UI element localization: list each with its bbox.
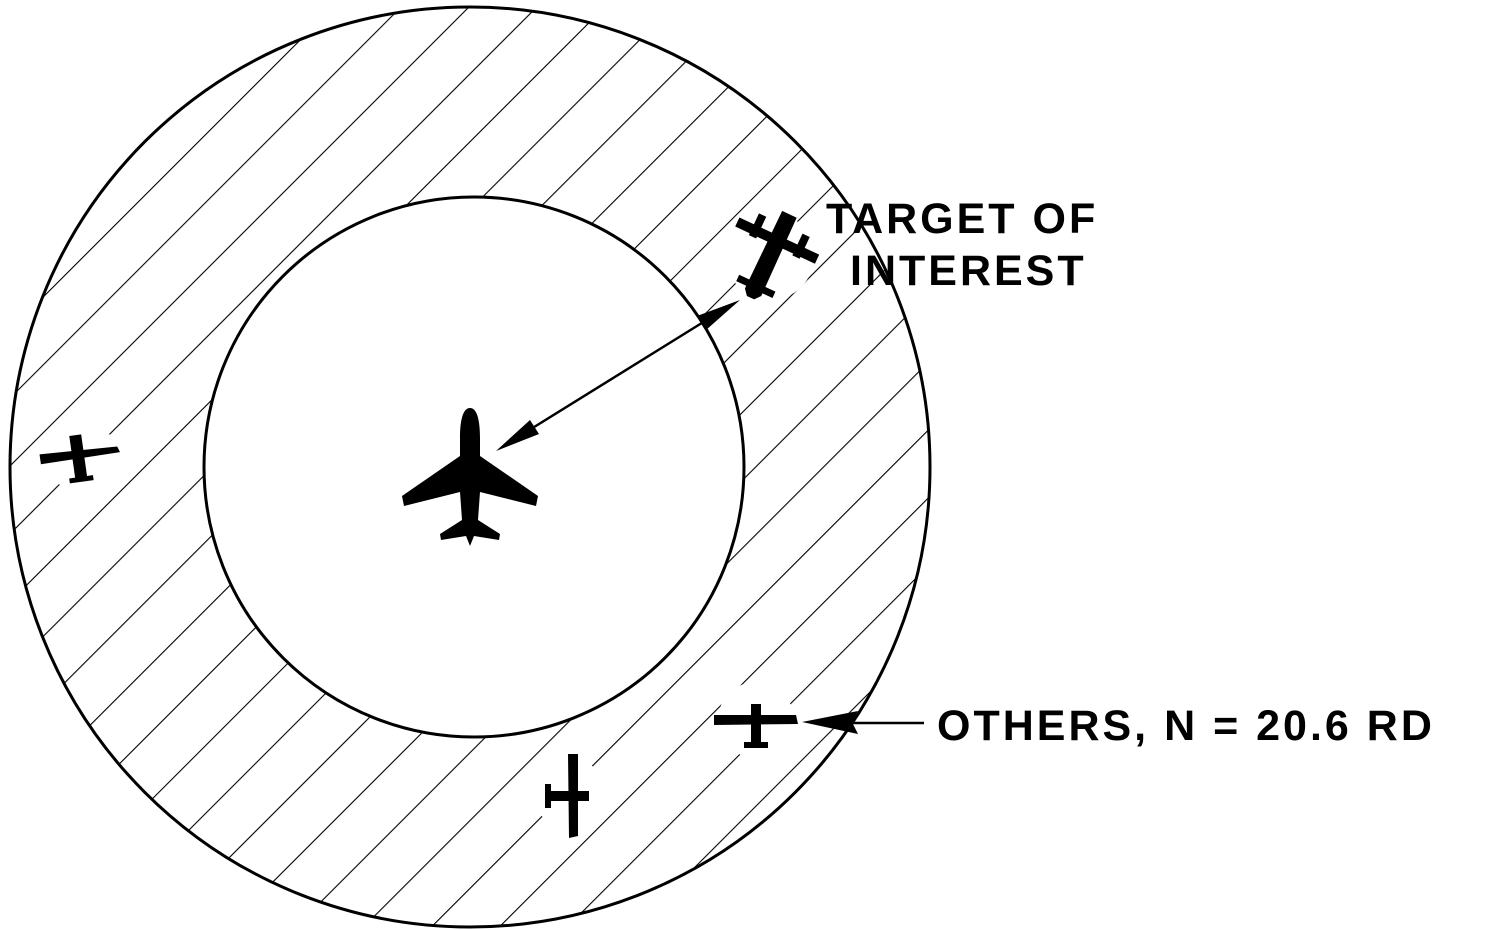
others-label: OTHERS, N = 20.6 RD [937,702,1435,750]
target-label-line1: TARGET OF [826,195,1098,243]
target-label-line2: INTEREST [850,247,1087,295]
